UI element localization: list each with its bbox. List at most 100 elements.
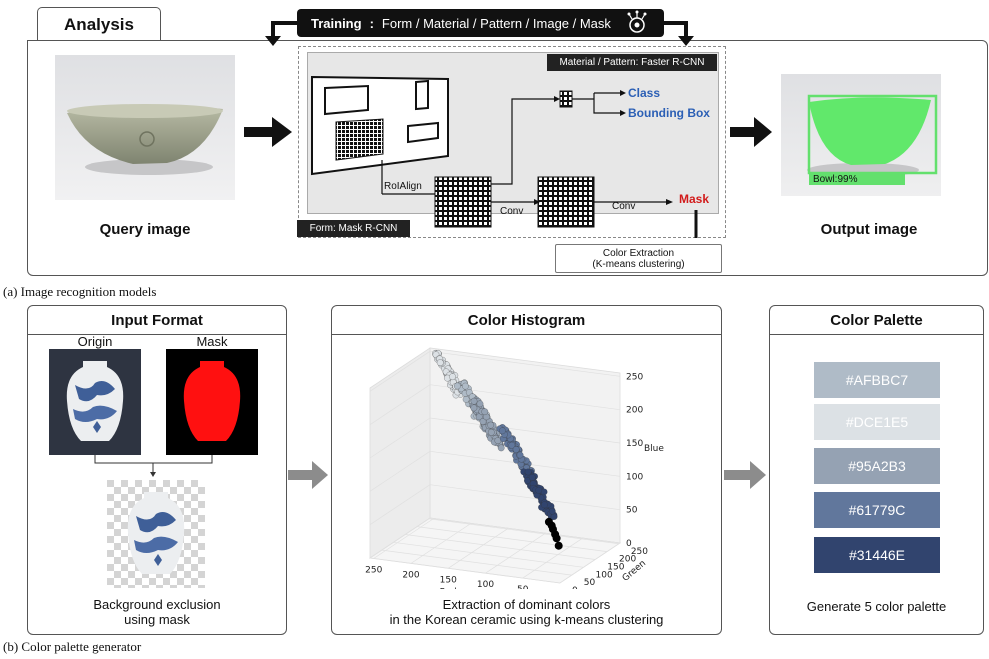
hist-outlier-point [544,517,553,526]
hist-point-cluster-3 [487,421,495,429]
hist-point-cluster-5 [548,507,556,515]
hist-grid-g [428,518,619,545]
conv-label-2: Conv [612,201,636,212]
hist-grid-b2 [369,351,431,392]
hist-point-cluster-4 [516,451,524,459]
palette-swatch-2[interactable]: #DCE1E5 [814,404,940,440]
hist-blue-tick: 100 [626,472,643,482]
hist-outlier-point [552,534,561,543]
roialign-label: RoIAlign [384,181,422,192]
query-image-label: Query image [99,221,191,238]
hist-grid-b2 [369,517,431,559]
palette-swatch-4[interactable]: #61779C [814,492,940,528]
arrow-to-output [730,117,772,147]
class-label: Class [628,86,661,100]
hist-point-cluster-3 [476,400,484,408]
input-format-title: Input Format [28,306,286,335]
hist-grid-g [393,541,584,568]
hist-grid-b2 [369,484,431,525]
masked-jar-image [107,480,205,588]
input-format-note: Background exclusion using mask [27,597,287,627]
palette-swatch-1-label: #AFBBC7 [845,372,909,388]
hist-outlier-point [554,541,563,550]
hist-grid-b2 [369,451,431,492]
hist-point-cluster-1 [449,373,456,381]
arrow-to-network [244,117,292,147]
hist-point-cluster-2 [453,382,461,390]
output-bowl-image [781,74,941,196]
training-gear-icon [627,10,647,33]
network-diagram [311,75,698,238]
hist-point-cluster-3 [475,413,483,421]
hist-red-tick: 100 [477,580,494,589]
analysis-tab[interactable]: Analysis [37,7,161,41]
hist-point-cluster-5 [524,477,531,484]
faster-rcnn-label: Material / Pattern: Faster R-CNN [547,54,717,71]
hist-point-cluster-4 [499,427,506,435]
palette-footer: Generate 5 color palette [806,599,947,614]
hist-grid-r [448,528,509,569]
hist-grid-b2 [369,417,431,459]
hist-point-cluster-3 [497,444,505,452]
palette-swatch-4-label: #61779C [848,502,906,518]
network-frame [298,46,726,238]
hist-blue-axis-label: Blue [644,444,664,454]
palette-swatch-5-label: #31446E [848,547,906,563]
input-format-note-line2: using mask [124,612,190,627]
hist-grid-g [381,549,572,576]
hist-red-axis-label: Red [440,587,457,589]
palette-swatch-3[interactable]: #95A2B3 [814,448,940,484]
palette-panel: Color Palette #AFBBC7 #DCE1E5 #95A2B3 #6… [769,305,984,635]
analysis-tab-label: Analysis [64,14,134,34]
hist-green-tick: 100 [596,570,613,580]
hist-grid-b [429,350,621,377]
palette-swatch-5[interactable]: #31446E [814,537,940,573]
training-arrows [265,21,694,46]
hist-grid-r [373,518,434,559]
histogram-note: Extraction of dominant colors in the Kor… [331,597,722,627]
hist-grid-r [485,532,546,574]
mask-output-label: Mask [679,192,710,206]
hist-point-cluster-3 [487,428,495,436]
detection-label: Bowl:99% [813,174,858,185]
caption-a: (a) Image recognition models [3,284,157,299]
grey-arrow-2 [724,461,766,489]
hist-grid-b [429,517,621,544]
hist-grid-b [429,484,621,511]
hist-point-cluster-4 [512,446,520,453]
hist-point-cluster-5 [528,474,536,481]
palette-title: Color Palette [770,306,983,335]
hist-red-tick: 150 [440,575,457,585]
hist-back-pane [429,347,621,544]
palette-swatch-1[interactable]: #AFBBC7 [814,362,940,398]
hist-red-tick: 250 [365,565,382,575]
hist-grid-g [417,526,608,552]
hist-grid-r [522,537,583,579]
hist-grid-g [405,534,596,560]
hist-grid-b2 [369,384,431,425]
palette-swatch-3-label: #95A2B3 [848,458,906,474]
color-extraction-line2: (K-means clustering) [592,259,685,270]
hist-green-tick: 0 [572,586,578,589]
bbox-label: Bounding Box [628,106,710,120]
mask-label: Mask [196,334,228,349]
training-banner: Training : Form / Material / Pattern / I… [297,9,664,37]
hist-blue-tick: 50 [626,506,638,516]
color-histogram-3d-scatter: 250200150100500Red050100150200250Green05… [365,347,664,589]
hist-green-tick: 150 [607,562,624,572]
hist-point-cluster-3 [470,397,478,405]
origin-jar-image [49,349,141,455]
histogram-note-line1: Extraction of dominant colors [442,597,611,612]
hist-point-cluster-1 [436,359,444,366]
training-label: Training [311,15,362,31]
hist-blue-tick: 200 [626,406,643,416]
origin-label: Origin [77,334,113,349]
hist-point-cluster-3 [470,404,478,412]
hist-blue-tick: 250 [626,372,643,382]
color-extraction-box: Color Extraction (K-means clustering) [555,244,722,273]
hist-blue-tick: 150 [626,439,643,449]
histogram-title: Color Histogram [332,306,721,335]
hist-point-cluster-4 [508,441,516,449]
hist-point-cluster-5 [541,501,548,509]
merge-connector [94,455,213,477]
